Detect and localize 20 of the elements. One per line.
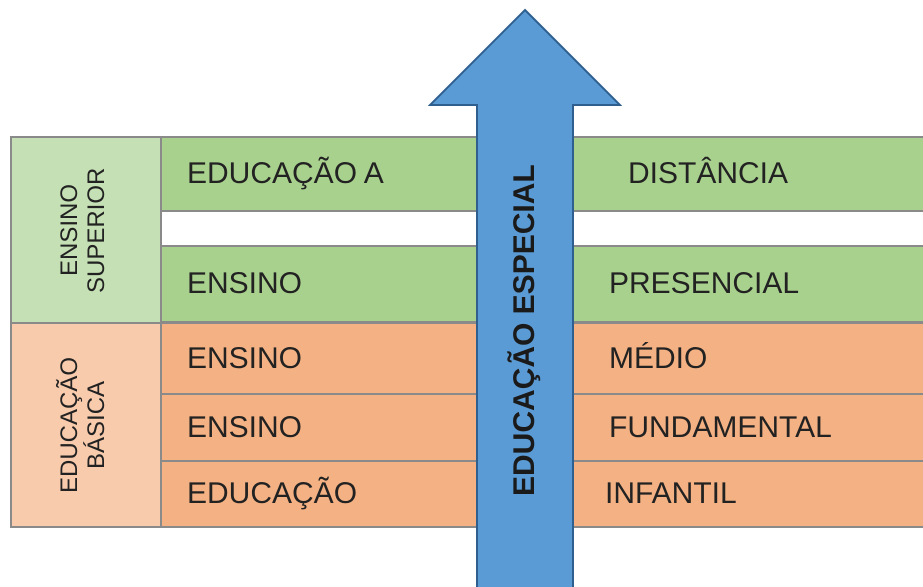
- band-label: ENSINO SUPERIOR: [56, 166, 111, 295]
- arrow-label: EDUCAÇÃO ESPECIAL: [506, 164, 542, 498]
- level-band: [10, 322, 162, 528]
- row-label: ENSINO: [187, 340, 302, 376]
- level-row: [160, 245, 478, 323]
- level-row: [160, 393, 478, 462]
- row-label: EDUCAÇÃO A: [187, 156, 384, 192]
- row-label: PRESENCIAL: [609, 266, 800, 302]
- row-label: EDUCAÇÃO: [187, 476, 358, 512]
- row-label: DISTÂNCIA: [628, 156, 788, 192]
- row-label: INFANTIL: [605, 476, 737, 512]
- level-row: [160, 136, 478, 212]
- band-label: EDUCAÇÃO BÁSICA: [56, 356, 111, 496]
- level-row: [160, 322, 478, 395]
- row-label: MÉDIO: [609, 340, 708, 376]
- row-label: ENSINO: [187, 410, 302, 446]
- row-label: FUNDAMENTAL: [609, 410, 832, 446]
- row-label: ENSINO: [187, 266, 302, 302]
- level-row: [160, 460, 478, 528]
- level-band: [10, 136, 162, 324]
